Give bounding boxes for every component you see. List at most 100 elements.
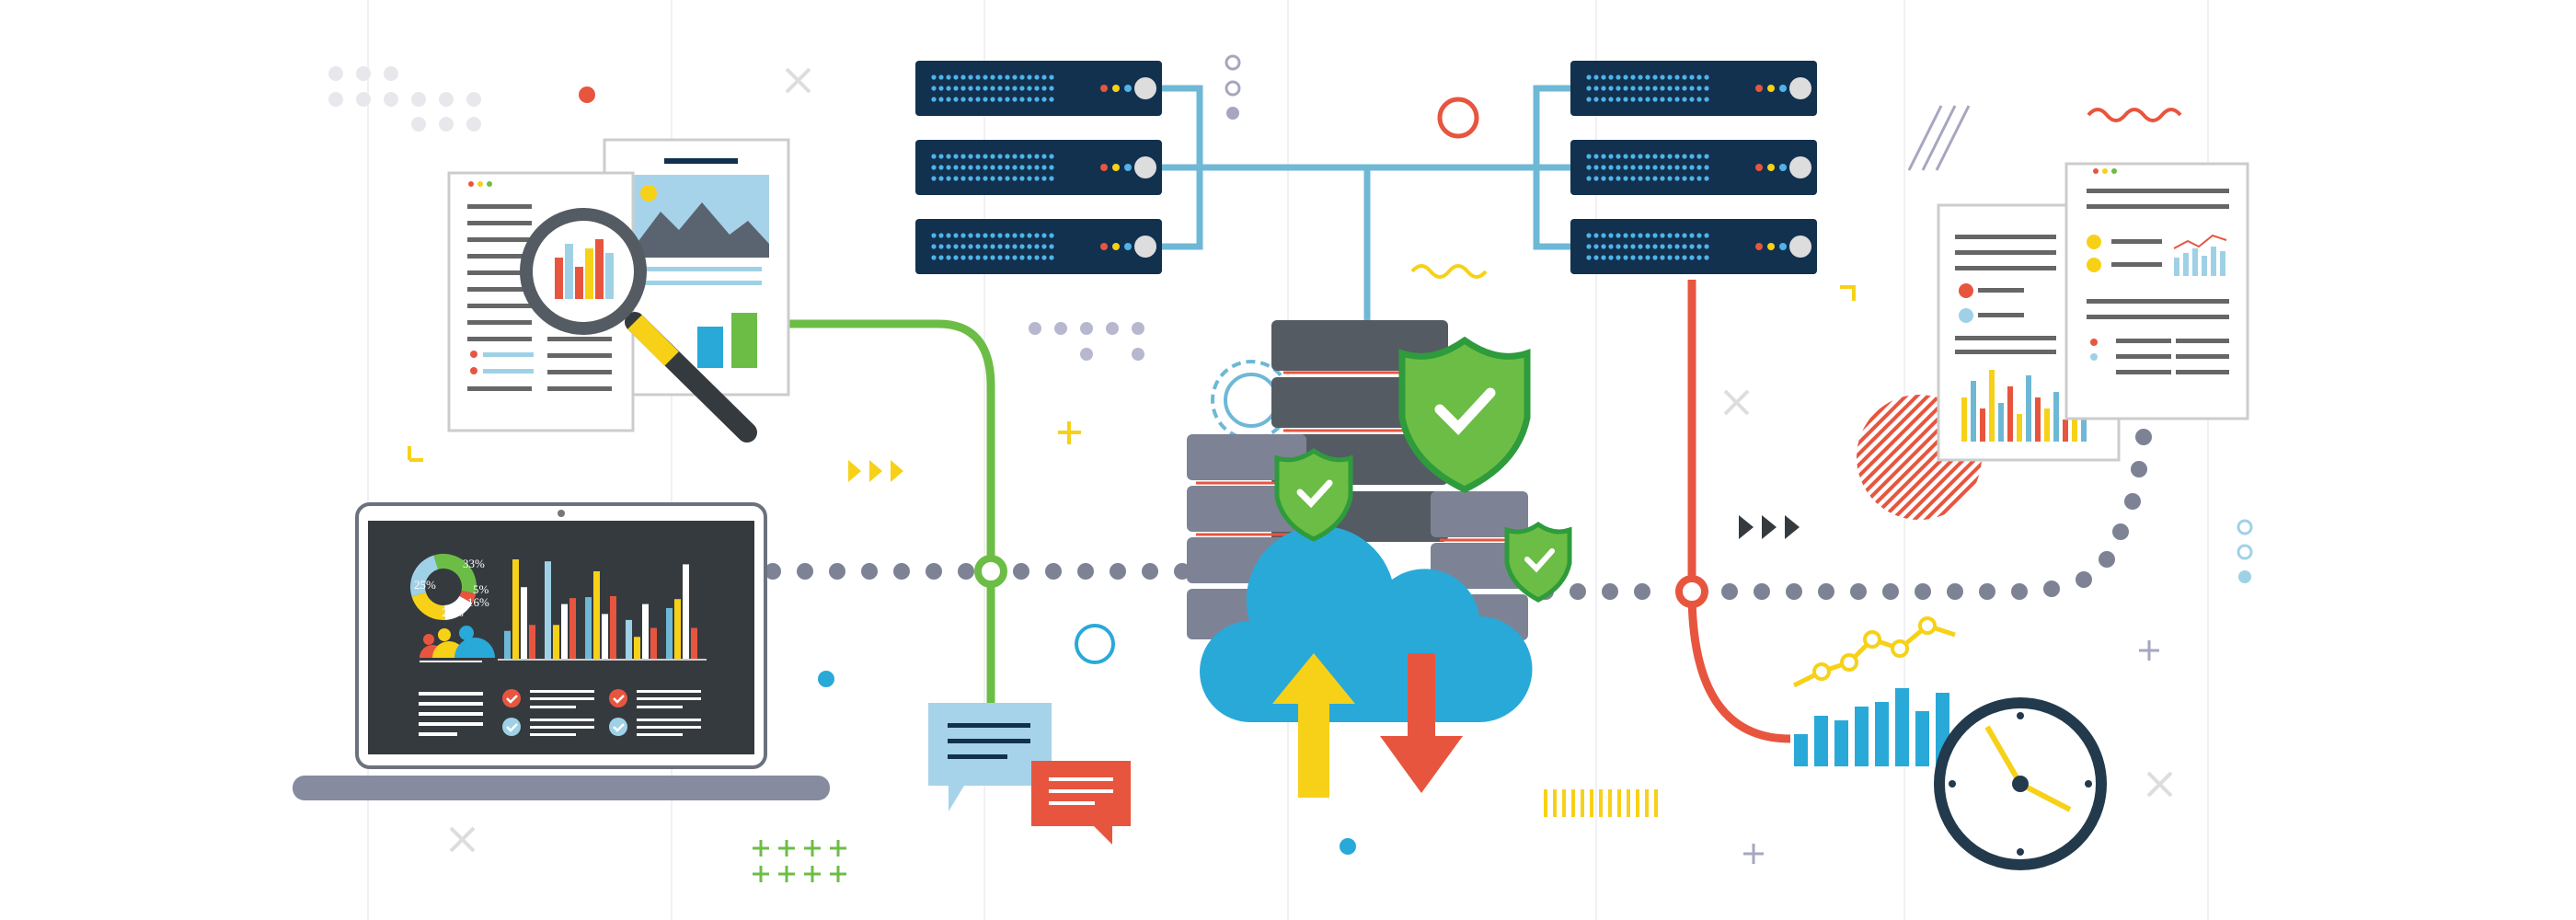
server-led [1638,244,1643,249]
server-led [1586,176,1592,181]
server-led [997,154,1003,159]
server-led [1696,75,1702,80]
bar [2044,408,2050,442]
server-led [946,244,951,249]
server-led [1027,165,1032,170]
server-led [953,86,959,91]
server-led [946,75,951,80]
server-led [1593,86,1599,91]
bar [553,625,559,659]
server-led [946,176,951,181]
server-led [1601,233,1606,238]
server-led [938,97,944,102]
network-lines [765,85,2152,743]
donut-slice [433,554,477,594]
status-light [1767,243,1775,250]
server-led [1689,154,1695,159]
server-led [953,97,959,102]
server-led [968,154,973,159]
server-led [1027,97,1032,102]
server-led [1623,154,1628,159]
server-led [1027,176,1032,181]
shield-icon [1398,336,1531,493]
server-led [1005,233,1010,238]
server-led [1674,97,1680,102]
server-led [1019,165,1025,170]
server-led [1034,244,1040,249]
server-led [1034,86,1040,91]
server-led [1012,233,1018,238]
server-led [1041,86,1047,91]
server-led [1704,176,1709,181]
server-led [1682,75,1687,80]
server-led [1601,86,1606,91]
server-led [1593,154,1599,159]
server-led [960,86,966,91]
server-led [1019,244,1025,249]
server-led [1660,86,1665,91]
reports-and-stats [1792,162,2249,870]
server-led [1696,255,1702,260]
server-led [1616,176,1621,181]
download-arrow-icon [1380,653,1463,793]
power-button [1134,77,1156,99]
server-led [1005,97,1010,102]
bar [2053,392,2059,442]
server-led [953,165,959,170]
server-led [983,154,988,159]
server-led [1682,154,1687,159]
server-led [968,233,973,238]
server-led [990,86,995,91]
server-led [1041,165,1047,170]
bar [666,607,673,659]
server-led [1601,97,1606,102]
server-led [1012,255,1018,260]
server-led [953,244,959,249]
server-led [1652,154,1658,159]
server-led [1674,86,1680,91]
server-led [1593,176,1599,181]
server-led [1704,244,1709,249]
server-led [1049,165,1054,170]
server-led [1034,255,1040,260]
server-led [1005,154,1010,159]
status-light [1767,164,1775,171]
status-light [1112,243,1120,250]
server-led [1027,75,1032,80]
laptop-dashboard: 33% 25% 5% 16% 21% [293,502,830,800]
server-led [1601,154,1606,159]
server-led [931,75,937,80]
server-led [1593,244,1599,249]
status-light [1779,85,1787,92]
server-led [1682,255,1687,260]
server-led [1630,244,1636,249]
server-led [1019,176,1025,181]
server-led [1041,75,1047,80]
server-led [1630,97,1636,102]
server-led [1630,255,1636,260]
server-led [1005,255,1010,260]
status-light [1779,243,1787,250]
server-led [1019,154,1025,159]
donut-slice [411,592,445,620]
server-led [1696,176,1702,181]
bar [504,630,511,659]
server-led [1586,165,1592,170]
server-led [1682,176,1687,181]
server-led [975,86,981,91]
server-led [1027,86,1032,91]
shield-icon [1504,521,1572,603]
server-led [1623,86,1628,91]
server-led [1616,255,1621,260]
server-led [1027,255,1032,260]
bar [602,614,608,659]
clock-icon [1934,697,2107,870]
server-led [1638,86,1643,91]
server-led [1623,165,1628,170]
server-led [1601,75,1606,80]
server-led [946,165,951,170]
server-led [1608,233,1614,238]
server-led [1645,86,1650,91]
server-led [1667,165,1673,170]
server-led [1667,75,1673,80]
